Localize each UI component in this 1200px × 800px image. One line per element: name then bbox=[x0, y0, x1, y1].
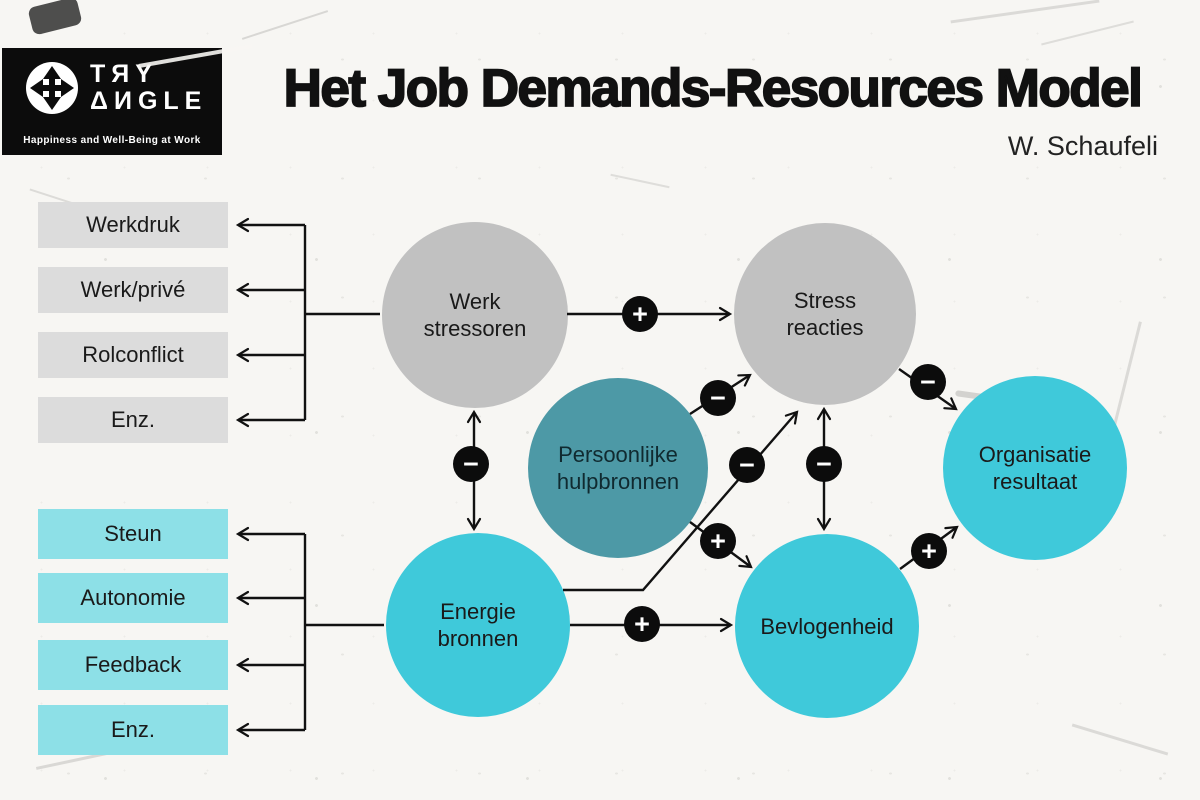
badge-sign: − bbox=[920, 367, 936, 397]
node-label: hulpbronnen bbox=[556, 469, 680, 494]
effect-badge-plus: + bbox=[622, 296, 658, 332]
node-label: Persoonlijke bbox=[558, 442, 678, 467]
grunge-decoration bbox=[1111, 321, 1142, 434]
effect-badge-plus: + bbox=[624, 606, 660, 642]
badge-sign: − bbox=[739, 450, 755, 480]
grunge-decoration bbox=[950, 0, 1100, 24]
edge-bevlogenheid-to-organisatie bbox=[899, 525, 959, 570]
brand-line2: ΔИGLE bbox=[90, 87, 208, 115]
demand-label: Enz. bbox=[110, 407, 156, 432]
effect-badge-minus: − bbox=[453, 446, 489, 482]
grunge-decoration bbox=[1071, 723, 1169, 756]
page-title: Het Job Demands-Resources Model bbox=[283, 58, 1144, 119]
effect-badge-minus: − bbox=[729, 447, 765, 483]
resource-box-autonomie: Autonomie bbox=[38, 573, 228, 623]
node-persoonlijke-hulpbronnen: Persoonlijke hulpbronnen bbox=[528, 378, 708, 558]
effect-badge-minus: − bbox=[806, 446, 842, 482]
badge-sign: − bbox=[816, 449, 832, 479]
resource-label: Autonomie bbox=[80, 585, 186, 610]
move-cross-icon bbox=[26, 62, 78, 114]
effect-badge-plus: + bbox=[700, 523, 736, 559]
node-bevlogenheid: Bevlogenheid bbox=[735, 534, 919, 718]
effect-badge-minus: − bbox=[910, 364, 946, 400]
author-credit: W. Schaufeli bbox=[1007, 131, 1158, 161]
demand-box-werkdruk: Werkdruk bbox=[38, 202, 228, 248]
demand-label: Werk/privé bbox=[80, 277, 186, 302]
node-werk-stressoren: Werk stressoren bbox=[382, 222, 568, 408]
resources-connector-line bbox=[303, 534, 384, 730]
node-label: resultaat bbox=[992, 469, 1078, 494]
resource-label: Enz. bbox=[110, 717, 156, 742]
badge-sign: + bbox=[634, 609, 650, 639]
demand-label: Rolconflict bbox=[82, 342, 184, 367]
node-energie-bronnen: Energie bronnen bbox=[386, 533, 570, 717]
grunge-decoration bbox=[610, 173, 670, 189]
demand-box-enz: Enz. bbox=[38, 397, 228, 443]
resource-box-steun: Steun bbox=[38, 509, 228, 559]
effect-badge-minus: − bbox=[700, 380, 736, 416]
node-label: Organisatie bbox=[978, 442, 1092, 467]
badge-sign: + bbox=[632, 299, 648, 329]
node-label: Stress bbox=[793, 288, 857, 313]
grunge-decoration bbox=[241, 10, 329, 40]
demands-connector-line bbox=[303, 225, 380, 420]
grunge-decoration bbox=[27, 0, 83, 36]
brand-tagline: Happiness and Well-Being at Work bbox=[23, 135, 201, 146]
resource-box-feedback: Feedback bbox=[38, 640, 228, 690]
edge-stress-to-organisatie bbox=[898, 368, 958, 411]
resource-label: Feedback bbox=[84, 652, 182, 677]
node-label: Werk bbox=[449, 289, 501, 314]
node-organisatie-resultaat: Organisatie resultaat bbox=[943, 376, 1127, 560]
node-label: bronnen bbox=[437, 626, 519, 651]
effect-badge-plus: + bbox=[911, 533, 947, 569]
node-label: Bevlogenheid bbox=[760, 613, 894, 639]
demand-box-werk-prive: Werk/privé bbox=[38, 267, 228, 313]
brand-wordmark: TЯY ΔИGLE bbox=[90, 61, 207, 115]
tryangle-logo: TЯY ΔИGLE Happiness and Well-Being at Wo… bbox=[2, 48, 222, 155]
node-label: reacties bbox=[786, 315, 864, 340]
badge-sign: − bbox=[710, 383, 726, 413]
edge-persoonlijke-to-stress bbox=[689, 373, 752, 416]
demand-box-rolconflict: Rolconflict bbox=[38, 332, 228, 378]
resource-label: Steun bbox=[104, 521, 162, 546]
badge-sign: − bbox=[463, 449, 479, 479]
badge-sign: + bbox=[710, 526, 726, 556]
grunge-decoration bbox=[1041, 20, 1134, 46]
demand-label: Werkdruk bbox=[86, 212, 180, 237]
edge-persoonlijke-to-bevlogenheid bbox=[689, 521, 753, 569]
badge-sign: + bbox=[921, 536, 937, 566]
node-stress-reacties: Stress reacties bbox=[734, 223, 916, 405]
node-label: stressoren bbox=[423, 316, 527, 341]
node-label: Energie bbox=[440, 599, 516, 624]
resource-box-enz: Enz. bbox=[38, 705, 228, 755]
